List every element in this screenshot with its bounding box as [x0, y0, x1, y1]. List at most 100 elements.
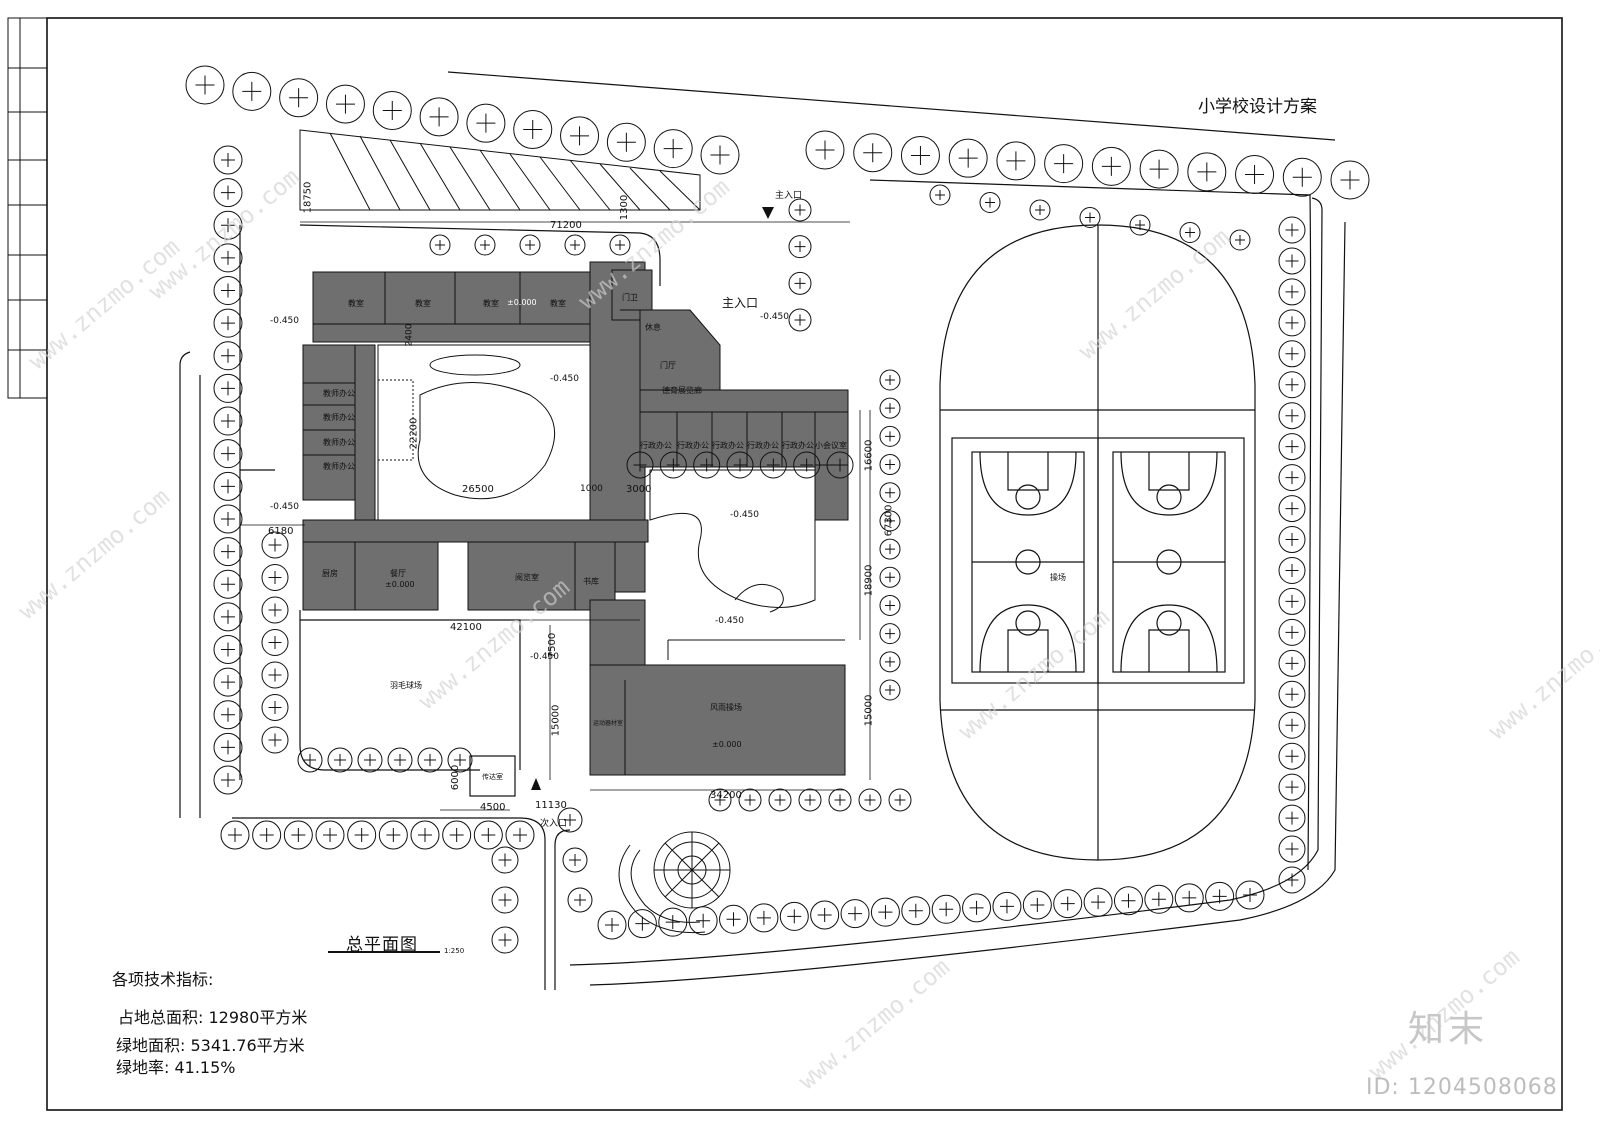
- entrance-arrows: [531, 207, 774, 790]
- tree-branch-icon: [386, 828, 401, 842]
- tree-icon: [1113, 886, 1143, 916]
- tree-branch-icon: [1054, 154, 1074, 174]
- classroom-block: [312, 271, 596, 325]
- tree-branch-icon: [1285, 780, 1299, 794]
- tree-icon: [327, 747, 353, 773]
- drawing-frame: [46, 17, 1563, 1111]
- dimension-label: 15000: [550, 704, 562, 737]
- tree-icon: [659, 451, 687, 479]
- gatehouse: [469, 755, 516, 797]
- tree-icon: [1022, 890, 1052, 920]
- admin-office-label: 行政办公: [712, 441, 744, 450]
- tree-icon: [805, 130, 845, 170]
- tree-branch-icon: [885, 487, 895, 498]
- tree-branch-icon: [435, 240, 445, 250]
- tree-branch-icon: [605, 918, 619, 932]
- gallery-label: 德育展览廊: [662, 386, 702, 395]
- tree-branch-icon: [700, 458, 714, 472]
- tree-icon: [372, 90, 412, 130]
- tree-branch-icon: [221, 218, 235, 233]
- tree-branch-icon: [289, 88, 309, 108]
- tree-branch-icon: [817, 908, 832, 922]
- tree-icon: [213, 341, 243, 371]
- tree-branch-icon: [908, 903, 923, 918]
- tree-icon: [279, 78, 319, 118]
- tree-branch-icon: [449, 828, 464, 842]
- tree-branch-icon: [221, 773, 235, 787]
- library-block: [574, 541, 616, 611]
- tree-icon: [749, 903, 779, 933]
- dimension-label: 67300: [883, 504, 895, 537]
- tree-icon: [788, 198, 812, 222]
- tree-icon: [888, 788, 912, 812]
- tree-icon: [261, 726, 289, 754]
- tree-icon: [858, 788, 882, 812]
- tree-icon: [357, 747, 383, 773]
- tree-branch-icon: [766, 458, 780, 472]
- teacher-office-label: 教师办公: [323, 462, 355, 471]
- dimension-label: 2400: [404, 323, 415, 347]
- tree-branch-icon: [1245, 165, 1265, 185]
- tree-branch-icon: [570, 240, 580, 250]
- tree-branch-icon: [334, 754, 346, 766]
- tree-branch-icon: [323, 828, 337, 842]
- tree-branch-icon: [570, 126, 590, 146]
- tree-icon: [491, 886, 519, 914]
- tree-branch-icon: [744, 794, 756, 806]
- tree-branch-icon: [1285, 873, 1299, 887]
- tree-branch-icon: [1085, 212, 1095, 223]
- tree-branch-icon: [221, 446, 235, 461]
- tree-branch-icon: [569, 854, 581, 866]
- tree-icon: [1278, 804, 1306, 832]
- tree-branch-icon: [221, 707, 235, 722]
- plan-scale: 1:250: [444, 947, 465, 955]
- tree-icon: [879, 397, 901, 419]
- tree-icon: [1278, 464, 1306, 492]
- tree-branch-icon: [726, 912, 741, 927]
- tree-icon: [1278, 433, 1306, 461]
- tree-icon: [1144, 884, 1174, 914]
- tree-branch-icon: [1060, 896, 1075, 911]
- tree-icon: [759, 451, 787, 479]
- tree-branch-icon: [1285, 842, 1299, 856]
- kitchen-block: [302, 541, 439, 611]
- tree-branch-icon: [268, 701, 282, 714]
- tree-icon: [261, 531, 289, 559]
- outdoor-level-label: -0.450: [550, 374, 580, 384]
- tree-branch-icon: [1149, 159, 1169, 179]
- tree-icon: [788, 308, 812, 332]
- admin-stair: [814, 464, 849, 521]
- classroom-label: 教室: [348, 299, 364, 308]
- classroom-label: 教室: [415, 299, 431, 308]
- tree-icon: [213, 537, 243, 567]
- tree-icon: [213, 602, 243, 632]
- watermark-id: ID: 1204508068: [1366, 1075, 1558, 1100]
- dimension-label: 42100: [450, 622, 482, 633]
- tree-branch-icon: [794, 314, 806, 326]
- reading-block: [467, 541, 589, 611]
- badminton-label: 羽毛球场: [390, 681, 422, 690]
- tree-icon: [213, 178, 243, 208]
- tree-branch-icon: [885, 656, 895, 667]
- tree-branch-icon: [259, 828, 274, 842]
- dimension-label: 3000: [626, 484, 652, 495]
- tree-icon: [261, 564, 289, 591]
- tree-icon: [213, 210, 243, 240]
- covered-playground-label: 风雨操场: [710, 703, 742, 712]
- tree-icon: [1278, 526, 1306, 554]
- tree-branch-icon: [1285, 718, 1299, 732]
- dimension-label: 4500: [480, 802, 506, 813]
- tree-branch-icon: [910, 145, 930, 165]
- tree-icon: [261, 596, 289, 624]
- tree-icon: [879, 594, 901, 616]
- tree-branch-icon: [1185, 227, 1195, 238]
- parking-hatch: [299, 129, 701, 211]
- tree-icon: [567, 887, 593, 913]
- tree-icon: [220, 820, 250, 850]
- tree-icon: [213, 439, 243, 469]
- amphitheatre: [618, 831, 731, 934]
- tree-branch-icon: [1285, 378, 1299, 392]
- tree-icon: [828, 788, 852, 812]
- tree-branch-icon: [1292, 167, 1312, 187]
- tree-icon: [473, 820, 503, 850]
